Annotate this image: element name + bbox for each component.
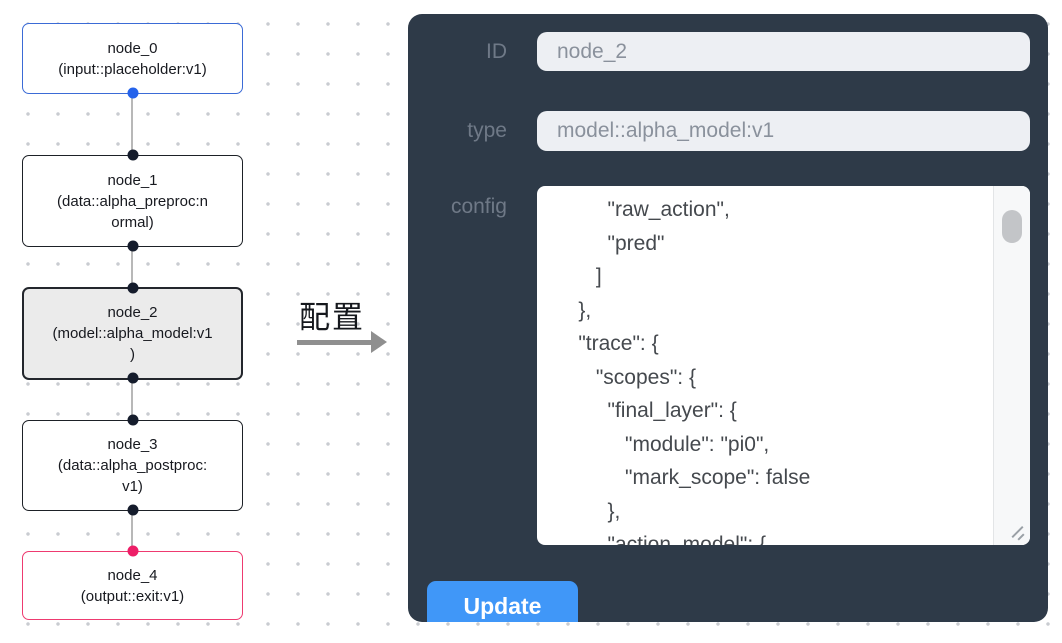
input-port[interactable] <box>127 282 138 294</box>
flow-node-node_3[interactable]: node_3 (data::alpha_postproc: v1) <box>22 414 243 516</box>
resize-handle-icon[interactable] <box>1009 524 1026 541</box>
id-field-label: ID <box>486 40 507 63</box>
scrollbar-thumb[interactable] <box>1002 210 1022 243</box>
flow-node-node_4[interactable]: node_4 (output::exit:v1) <box>22 545 243 620</box>
arrow-right-icon <box>297 340 371 345</box>
type-field-label: type <box>467 119 507 142</box>
edge-node0-node1 <box>130 94 133 155</box>
flow-node-node_0[interactable]: node_0 (input::placeholder:v1) <box>22 23 243 99</box>
input-port[interactable] <box>127 414 138 426</box>
id-input-value: node_2 <box>557 39 628 63</box>
flow-node-node_1[interactable]: node_1 (data::alpha_preproc:n ormal) <box>22 149 243 252</box>
output-port[interactable] <box>127 240 138 252</box>
configure-label: 配置 <box>299 300 365 335</box>
type-input-value: model::alpha_model:v1 <box>557 119 775 142</box>
node-config-panel: ID node_2 type model::alpha_model:v1 con… <box>408 14 1048 622</box>
node-subtitle: (input::placeholder:v1) <box>58 60 207 78</box>
flow-node-node_2-selected[interactable]: node_2 (model::alpha_model:v1 ) <box>22 282 243 384</box>
output-port[interactable] <box>127 504 138 516</box>
node-title: node_2 <box>107 304 158 321</box>
type-input[interactable]: model::alpha_model:v1 <box>537 111 1030 151</box>
config-textarea[interactable]: "raw_action", "pred" ] }, "trace": { "sc… <box>537 186 1030 545</box>
config-json-text: "raw_action", "pred" ] }, "trace": { "sc… <box>578 198 811 545</box>
edge-node3-node4 <box>130 511 133 551</box>
node-title: node_0 <box>107 39 158 57</box>
edge-node1-node2 <box>130 247 133 287</box>
edge-node2-node3 <box>130 380 133 420</box>
output-port[interactable] <box>127 372 138 384</box>
node-title: node_4 <box>107 566 158 584</box>
node-subtitle: (data::alpha_postproc: v1) <box>57 457 208 495</box>
node-subtitle: (data::alpha_preproc:n ormal) <box>57 192 208 231</box>
scrollbar-track[interactable] <box>993 186 1030 545</box>
node-title: node_1 <box>107 171 158 189</box>
input-port[interactable] <box>127 545 138 557</box>
output-port[interactable] <box>127 87 138 99</box>
config-field-label: config <box>450 195 507 218</box>
node-subtitle: (model::alpha_model:v1 ) <box>52 325 213 363</box>
input-port[interactable] <box>127 149 138 161</box>
id-input[interactable]: node_2 <box>537 32 1030 71</box>
node-title: node_3 <box>107 436 158 453</box>
node-subtitle: (output::exit:v1) <box>80 587 185 605</box>
update-button[interactable]: Update <box>427 581 578 622</box>
arrow-right-head-icon <box>371 331 387 353</box>
